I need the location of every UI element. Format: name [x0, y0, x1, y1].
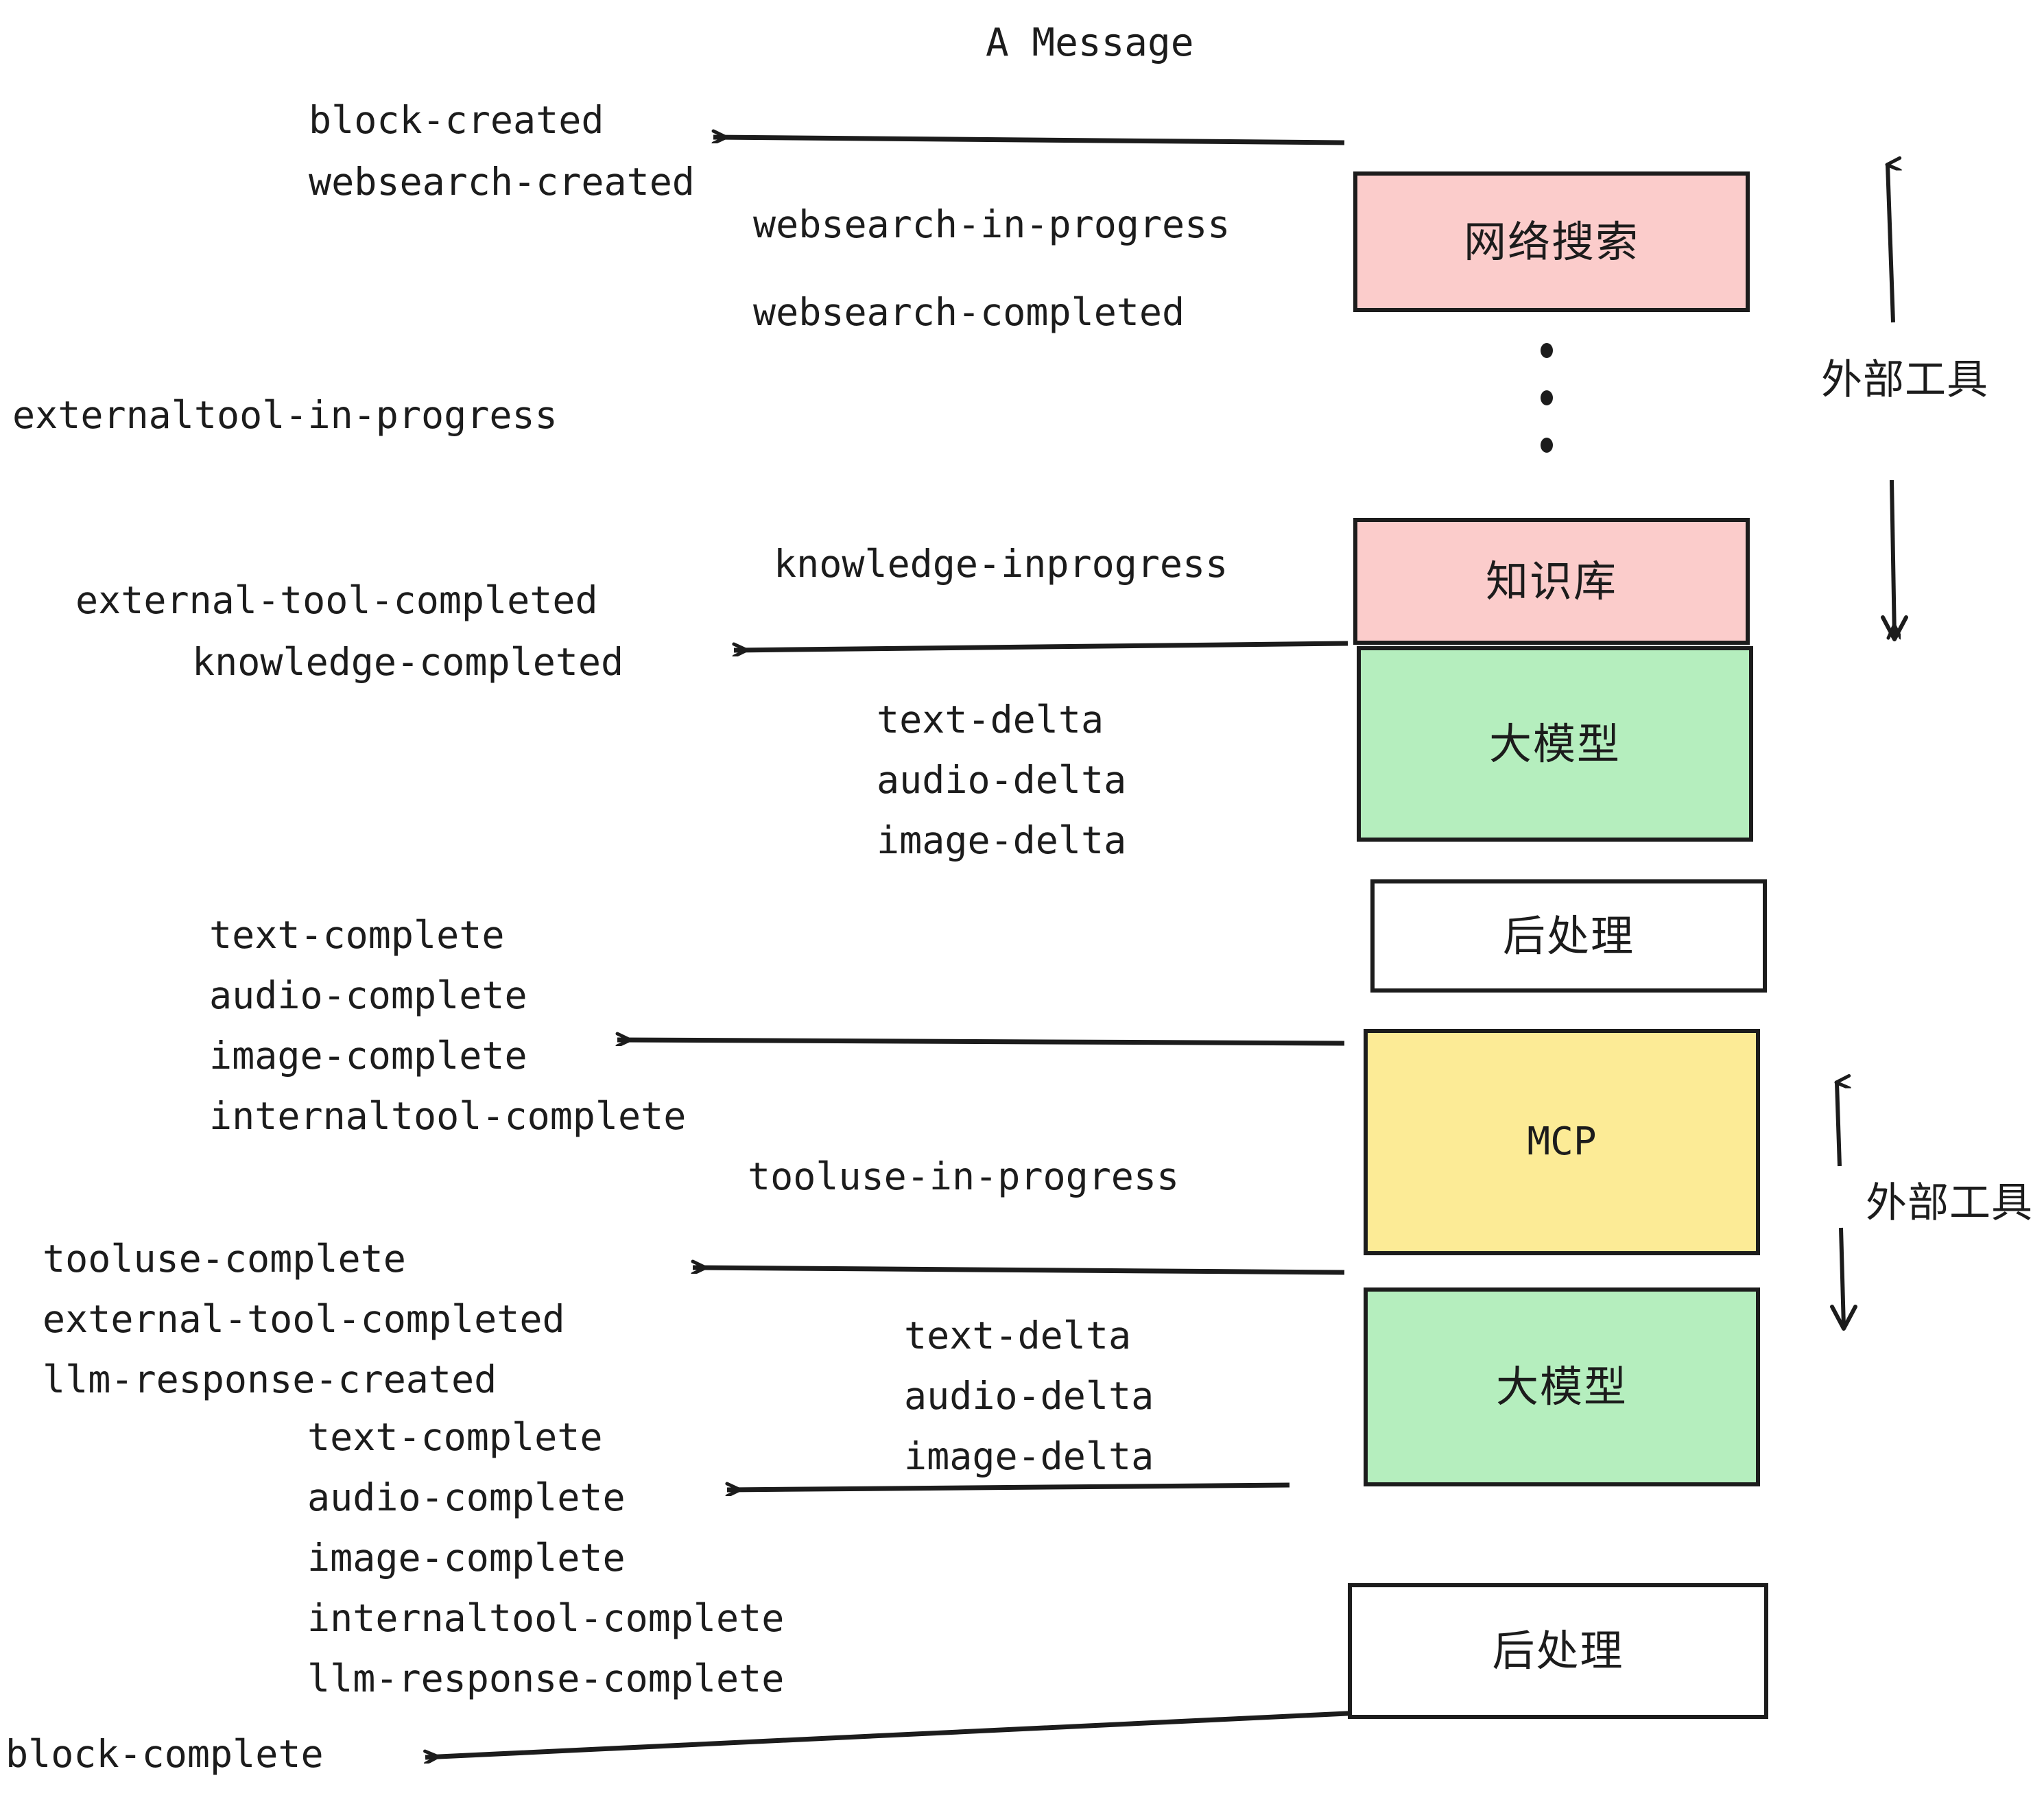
- node-mcp[interactable]: MCP: [1364, 1029, 1760, 1255]
- node-postprocess-1-label: 后处理: [1502, 910, 1635, 961]
- arrow-llm2-to-events: [727, 1485, 1290, 1490]
- node-knowledge[interactable]: 知识库: [1353, 518, 1750, 645]
- node-llm-1[interactable]: 大模型: [1357, 646, 1753, 842]
- event-label-audio-delta-2: audio-delta: [904, 1374, 1154, 1418]
- event-label-image-delta-1: image-delta: [877, 818, 1127, 862]
- event-label-knowledge-inprogress: knowledge-inprogress: [774, 542, 1228, 586]
- node-websearch-label: 网络搜索: [1463, 216, 1639, 267]
- event-label-websearch-created: websearch-created: [309, 160, 695, 204]
- event-label-text-delta-2: text-delta: [904, 1314, 1132, 1357]
- arrowhead-external-tools-top-down: [1881, 615, 1908, 641]
- node-websearch[interactable]: 网络搜索: [1353, 171, 1750, 312]
- arrow-external-tools-bottom-up: [1837, 1082, 1840, 1167]
- event-label-websearch-completed: websearch-completed: [753, 290, 1185, 334]
- event-label-internaltool-complete-2: internaltool-complete: [307, 1596, 785, 1640]
- event-label-tooluse-in-progress: tooluse-in-progress: [748, 1154, 1180, 1198]
- event-label-block-complete: block-complete: [5, 1732, 324, 1776]
- arrow-knowledge-to-events: [734, 641, 1348, 650]
- node-postprocess-2[interactable]: 后处理: [1348, 1583, 1768, 1719]
- event-label-text-delta-1: text-delta: [877, 698, 1104, 741]
- event-label-block-created: block-created: [309, 98, 604, 142]
- node-postprocess-1[interactable]: 后处理: [1370, 879, 1767, 993]
- arrow-llm1-to-events: [617, 1040, 1345, 1043]
- event-label-image-complete-1: image-complete: [209, 1034, 527, 1078]
- arrow-external-tools-bottom-down: [1839, 1227, 1846, 1328]
- arrowhead-external-tools-bottom-down: [1830, 1305, 1857, 1331]
- node-postprocess-2-label: 后处理: [1492, 1626, 1624, 1676]
- event-label-audio-complete-1: audio-complete: [209, 973, 527, 1017]
- event-label-tooluse-complete: tooluse-complete: [43, 1237, 406, 1281]
- event-label-image-complete-2: image-complete: [307, 1536, 626, 1580]
- node-llm-2[interactable]: 大模型: [1364, 1287, 1760, 1486]
- event-label-externaltool-in-progress: externaltool-in-progress: [12, 393, 558, 437]
- side-label-external-tools-bottom: 外部工具: [1866, 1179, 2033, 1227]
- event-label-external-tool-completed-2: external-tool-completed: [43, 1297, 565, 1341]
- event-label-internaltool-complete-1: internaltool-complete: [209, 1094, 687, 1138]
- arrow-websearch-to-events: [713, 137, 1345, 145]
- event-label-image-delta-2: image-delta: [904, 1434, 1154, 1478]
- event-label-audio-complete-2: audio-complete: [307, 1475, 626, 1519]
- arrow-external-tools-top-down: [1892, 479, 1894, 638]
- node-knowledge-label: 知识库: [1485, 556, 1617, 606]
- page-title: A Message: [986, 21, 1194, 65]
- side-label-external-tools-top: 外部工具: [1821, 356, 1988, 404]
- event-label-external-tool-completed-1: external-tool-completed: [75, 578, 598, 622]
- vertical-ellipsis-icon: [1540, 343, 1554, 453]
- node-mcp-label: MCP: [1527, 1119, 1597, 1164]
- arrow-mcp-to-events: [693, 1268, 1345, 1275]
- event-label-websearch-in-progress: websearch-in-progress: [753, 202, 1231, 246]
- event-label-text-complete-2: text-complete: [307, 1415, 603, 1459]
- event-label-llm-response-complete: llm-response-complete: [307, 1657, 785, 1700]
- event-label-audio-delta-1: audio-delta: [877, 758, 1127, 802]
- node-llm-1-label: 大模型: [1488, 718, 1621, 769]
- event-label-text-complete-1: text-complete: [209, 913, 505, 957]
- event-label-llm-response-created: llm-response-created: [43, 1357, 497, 1401]
- arrow-postprocess2-to-blockcomplete: [425, 1710, 1362, 1757]
- event-label-knowledge-completed: knowledge-completed: [192, 640, 624, 684]
- node-llm-2-label: 大模型: [1495, 1362, 1628, 1412]
- arrow-external-tools-top-up: [1888, 165, 1893, 323]
